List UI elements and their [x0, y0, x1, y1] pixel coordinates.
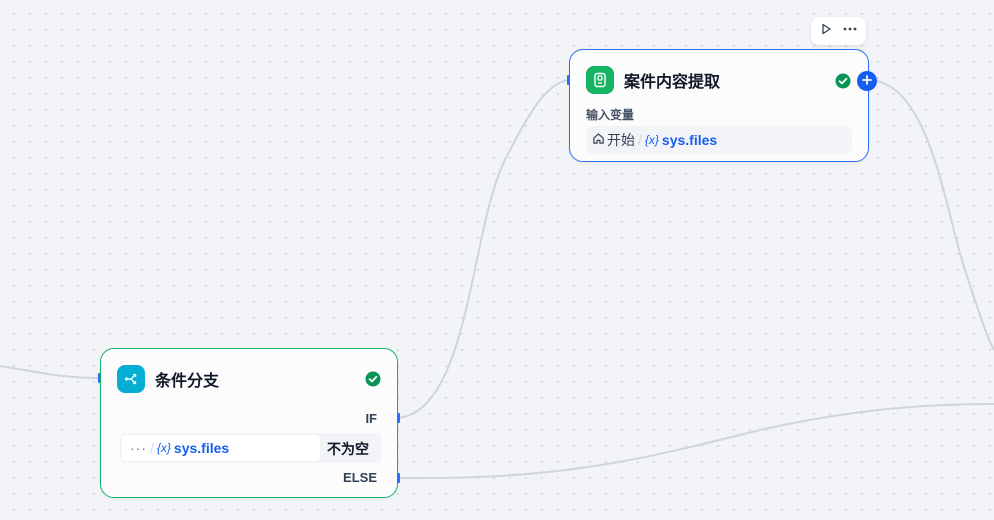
else-label: ELSE	[343, 470, 377, 485]
variable-icon: {x}	[156, 441, 171, 455]
more-icon[interactable]	[842, 22, 858, 41]
add-next-node-button[interactable]	[857, 71, 877, 91]
condition-branch-node[interactable]: 条件分支 IF ··· / {x} sys.files 不为空 ELSE	[100, 348, 398, 498]
more-path-icon: ···	[130, 440, 147, 456]
variable-icon: {x}	[644, 133, 659, 147]
extract-node-title: 案件内容提取	[624, 74, 721, 91]
extract-input-handle[interactable]	[567, 75, 570, 85]
branch-node-header: 条件分支	[117, 365, 219, 393]
plus-icon	[862, 72, 872, 90]
separator: /	[150, 440, 154, 456]
edge-if-to-extract	[397, 79, 570, 419]
variable-name: sys.files	[661, 132, 718, 148]
check-circle-icon	[835, 73, 851, 89]
source-node: 开始	[592, 130, 635, 150]
condition-variable-name: sys.files	[173, 440, 230, 456]
separator: /	[638, 132, 642, 148]
branch-input-handle[interactable]	[98, 373, 101, 383]
node-toolbar	[811, 17, 866, 45]
home-icon	[592, 132, 605, 148]
branch-icon	[117, 365, 145, 393]
condition-operator[interactable]: 不为空	[327, 441, 369, 457]
condition-variable[interactable]: ··· / {x} sys.files	[122, 435, 320, 461]
else-output-handle[interactable]	[397, 473, 400, 483]
branch-node-title: 条件分支	[155, 373, 220, 390]
extract-node[interactable]: 案件内容提取 输入变量 开始 / {x} sys.files	[569, 49, 869, 162]
document-extract-icon	[586, 66, 614, 94]
if-output-handle[interactable]	[397, 413, 400, 423]
edge-incoming-branch	[0, 365, 101, 379]
if-label: IF	[365, 411, 377, 426]
check-circle-icon	[365, 371, 381, 387]
input-variables-label: 输入变量	[586, 108, 635, 122]
extract-node-header: 案件内容提取	[586, 66, 720, 94]
play-icon[interactable]	[819, 22, 833, 41]
edge-extract-outgoing	[868, 79, 994, 351]
condition-row[interactable]: ··· / {x} sys.files 不为空	[120, 433, 382, 463]
source-node-name: 开始	[607, 132, 635, 148]
edge-else-outgoing	[397, 403, 994, 480]
input-variable-chip[interactable]: 开始 / {x} sys.files	[586, 126, 852, 154]
